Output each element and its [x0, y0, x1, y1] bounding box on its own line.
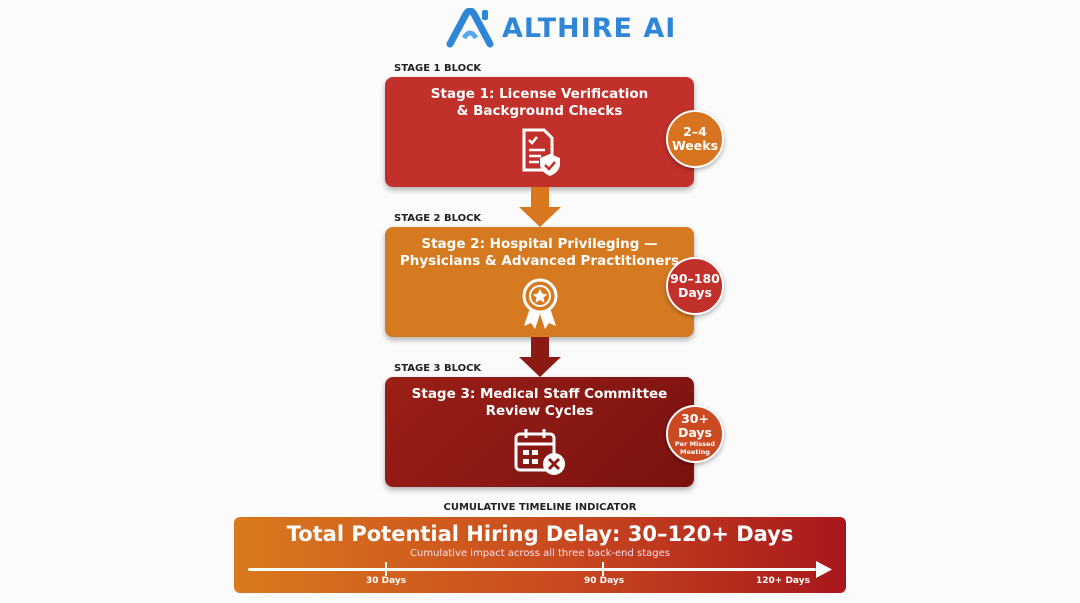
badge-unit: Days: [677, 285, 712, 300]
logo: ALTHIRE AI: [446, 8, 676, 48]
stage-2-block: Stage 2: Hospital Privileging —Physician…: [385, 227, 694, 337]
badge-note: Per Missed Meeting: [674, 440, 716, 456]
badge-value: 90–180: [670, 271, 720, 286]
timeline-arrow: [248, 561, 832, 578]
cumulative-title: Total Potential Hiring Delay: 30–120+ Da…: [286, 522, 794, 546]
document-shield-check-icon: [522, 128, 560, 176]
award-ribbon-icon: [522, 278, 557, 329]
stage-3-title-1: Stage 3: Medical Staff Committee: [411, 386, 668, 402]
stage-1-block: Stage 1: License Verification& Backgroun…: [385, 77, 694, 187]
badge-value: 30+: [681, 411, 709, 426]
brand-logo-icon: [446, 8, 494, 48]
stage-2-title-2: Physicians & Advanced Practitioners: [399, 253, 680, 269]
stage-2-label: STAGE 2 BLOCK: [394, 213, 482, 224]
stage-3-title-2: Review Cycles: [485, 403, 594, 419]
tick-30-days: 30 Days: [366, 576, 407, 586]
calendar-x-icon: [514, 429, 565, 475]
tick-90-days: 90 Days: [584, 576, 625, 586]
tick-120-days: 120+ Days: [756, 576, 810, 586]
badge-unit: Days: [677, 425, 712, 440]
down-arrow-icon: [519, 187, 561, 227]
stage-1-title-2: & Background Checks: [456, 103, 623, 119]
cumulative-subtitle: Cumulative impact across all three back-…: [410, 548, 670, 559]
badge-value: 2–4: [683, 124, 707, 139]
stage-1-label: STAGE 1 BLOCK: [394, 63, 482, 74]
badge-unit: Weeks: [671, 138, 719, 153]
stage-1-title-1: Stage 1: License Verification: [430, 86, 649, 102]
brand-name: ALTHIRE AI: [502, 12, 677, 44]
cumulative-label: CUMULATIVE TIMELINE INDICATOR: [443, 502, 637, 513]
stage-3-label: STAGE 3 BLOCK: [394, 363, 482, 374]
down-arrow-icon: [519, 337, 561, 377]
stage-2-title-1: Stage 2: Hospital Privileging —: [421, 236, 658, 252]
cumulative-timeline-bar: Total Potential Hiring Delay: 30–120+ Da…: [234, 517, 846, 593]
